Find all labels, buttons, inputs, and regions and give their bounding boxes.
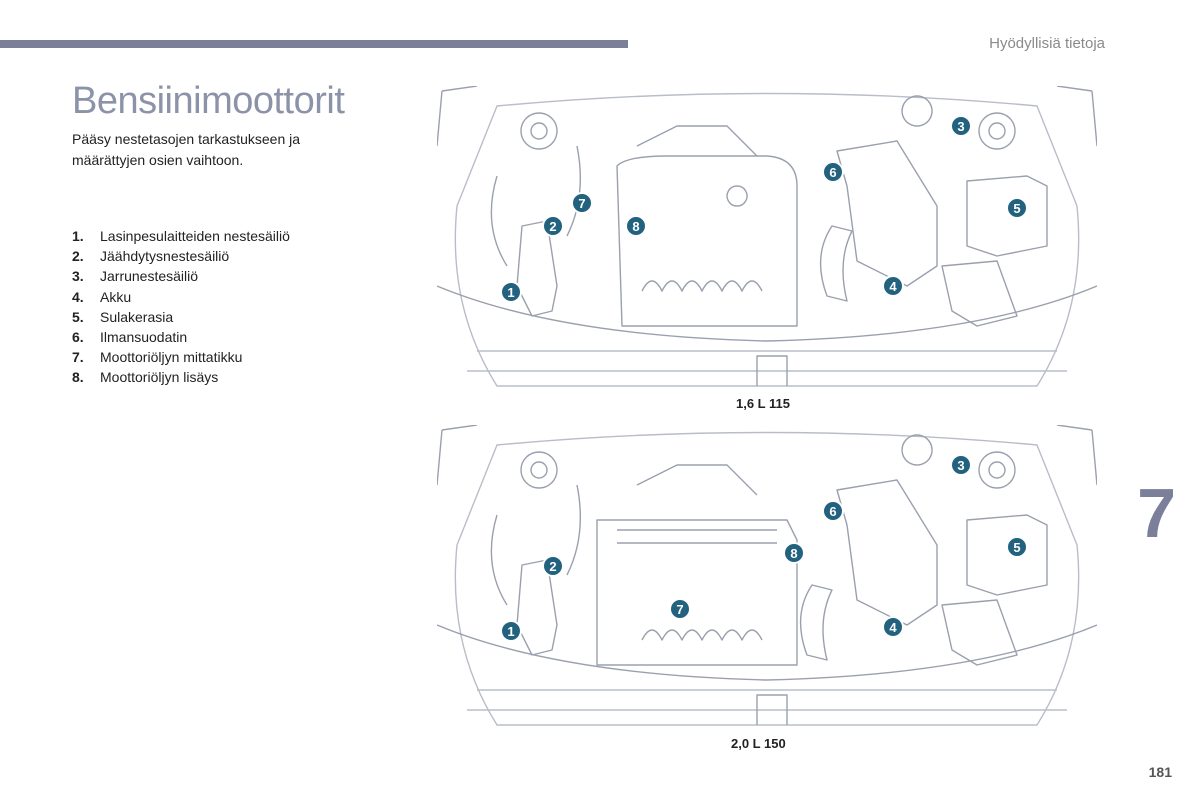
legend-label: Sulakerasia bbox=[100, 308, 174, 325]
callout-2-label: 2 bbox=[549, 219, 556, 234]
legend-label: Jarrunestesäiliö bbox=[100, 268, 199, 285]
callout-6: 6 bbox=[822, 161, 844, 183]
legend-number: 2. bbox=[72, 248, 84, 265]
callout-5: 5 bbox=[1006, 197, 1028, 219]
callout-2: 2 bbox=[542, 555, 564, 577]
legend-label: Akku bbox=[100, 288, 132, 305]
top-accent-bar bbox=[0, 40, 628, 48]
callout-2: 2 bbox=[542, 215, 564, 237]
parts-legend: 1. Lasinpesulaitteiden nestesäiliö 2. Jääh… bbox=[72, 226, 290, 388]
callout-8-label: 8 bbox=[632, 219, 639, 234]
legend-item: 4. Akku bbox=[72, 287, 290, 307]
callout-8-label: 8 bbox=[790, 546, 797, 561]
callout-5: 5 bbox=[1006, 536, 1028, 558]
callout-1-label: 1 bbox=[507, 285, 514, 300]
legend-number: 7. bbox=[72, 349, 84, 366]
callout-1: 1 bbox=[500, 620, 522, 642]
legend-item: 8. Moottoriöljyn lisäys bbox=[72, 367, 290, 387]
callout-7: 7 bbox=[571, 192, 593, 214]
callout-3: 3 bbox=[950, 454, 972, 476]
engine-bay-diagram-2: 1 2 3 4 5 6 7 8 bbox=[437, 425, 1097, 726]
callout-7: 7 bbox=[669, 598, 691, 620]
callout-group: 1 2 3 4 5 6 7 8 bbox=[500, 454, 1028, 642]
callout-6: 6 bbox=[822, 500, 844, 522]
diagram-1-caption: 1,6 L 115 bbox=[736, 396, 790, 411]
callout-1: 1 bbox=[500, 281, 522, 303]
page-title: Bensiinimoottorit bbox=[72, 80, 345, 122]
section-header: Hyödyllisiä tietoja bbox=[989, 35, 1105, 52]
callout-8: 8 bbox=[783, 542, 805, 564]
engine-bay-diagram-1: 1 2 3 4 5 6 7 8 bbox=[437, 86, 1097, 387]
callout-6-label: 6 bbox=[829, 504, 836, 519]
page-number: 181 bbox=[1148, 764, 1172, 780]
legend-item: 1. Lasinpesulaitteiden nestesäiliö bbox=[72, 226, 290, 246]
chapter-number: 7 bbox=[1137, 474, 1176, 552]
callout-2-label: 2 bbox=[549, 559, 556, 574]
callout-5-label: 5 bbox=[1013, 540, 1020, 555]
legend-item: 7. Moottoriöljyn mittatikku bbox=[72, 347, 290, 367]
intro-text: Pääsy nestetasojen tarkastukseen ja määr… bbox=[72, 131, 301, 168]
legend-label: Moottoriöljyn mittatikku bbox=[100, 349, 243, 366]
legend-label: Ilmansuodatin bbox=[100, 329, 188, 346]
callout-8: 8 bbox=[625, 215, 647, 237]
legend-label: Lasinpesulaitteiden nestesäiliö bbox=[100, 228, 290, 244]
legend-item: 2. Jäähdytysnestesäiliö bbox=[72, 246, 290, 266]
callout-7-label: 7 bbox=[676, 602, 683, 617]
legend-number: 6. bbox=[72, 329, 84, 346]
callout-4-label: 4 bbox=[889, 620, 897, 635]
legend-label: Moottoriöljyn lisäys bbox=[100, 369, 219, 386]
legend-item: 6. Ilmansuodatin bbox=[72, 327, 290, 347]
legend-number: 1. bbox=[72, 228, 84, 244]
callout-3-label: 3 bbox=[957, 458, 964, 473]
callout-3: 3 bbox=[950, 115, 972, 137]
callout-1-label: 1 bbox=[507, 624, 514, 639]
callout-6-label: 6 bbox=[829, 165, 836, 180]
legend-number: 4. bbox=[72, 288, 84, 305]
diagram-2-caption: 2,0 L 150 bbox=[731, 736, 786, 751]
callout-4-label: 4 bbox=[889, 279, 897, 294]
legend-item: 5. Sulakerasia bbox=[72, 307, 290, 327]
legend-number: 5. bbox=[72, 308, 84, 325]
legend-number: 8. bbox=[72, 369, 84, 386]
callout-4: 4 bbox=[882, 275, 904, 297]
callout-7-label: 7 bbox=[578, 196, 585, 211]
legend-item: 3. Jarrunestesäiliö bbox=[72, 266, 290, 286]
callout-3-label: 3 bbox=[957, 119, 964, 134]
callout-group: 1 2 3 4 5 6 7 8 bbox=[500, 115, 1028, 303]
callout-5-label: 5 bbox=[1013, 201, 1020, 216]
callout-4: 4 bbox=[882, 616, 904, 638]
legend-number: 3. bbox=[72, 268, 84, 285]
legend-label: Jäähdytysnestesäiliö bbox=[100, 248, 230, 265]
